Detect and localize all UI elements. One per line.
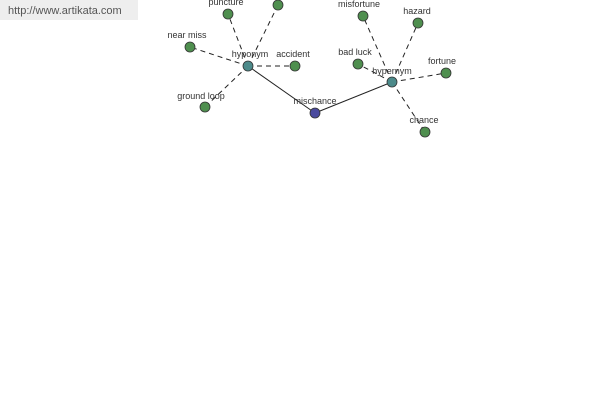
edge-hyponym-unlabeled	[247, 4, 279, 67]
node-near-miss[interactable]: near miss	[167, 30, 207, 53]
edge-hypernym-chance	[391, 81, 426, 133]
node-circle-bad-luck[interactable]	[352, 58, 364, 70]
node-ground-loop[interactable]: ground loop	[177, 91, 225, 113]
node-circle-accident[interactable]	[289, 60, 301, 72]
edge-mischance-hyponym	[247, 65, 316, 114]
edge-hypernym-misfortune	[362, 15, 393, 83]
node-unlabeled[interactable]	[272, 0, 284, 11]
node-misfortune[interactable]: misfortune	[338, 0, 380, 22]
node-circle-mischance[interactable]	[309, 107, 321, 119]
node-circle-misfortune[interactable]	[357, 10, 369, 22]
node-mischance[interactable]: mischance	[293, 96, 337, 119]
edge-hypernym-fortune	[391, 72, 447, 83]
edge-hypernym-bad-luck	[357, 63, 393, 83]
node-circle-ground-loop[interactable]	[199, 101, 211, 113]
node-label-hazard[interactable]: hazard	[403, 6, 431, 16]
node-label-puncture[interactable]: puncture	[208, 0, 243, 7]
node-label-bad-luck[interactable]: bad luck	[338, 47, 372, 57]
node-label-misfortune[interactable]: misfortune	[338, 0, 380, 9]
node-chance[interactable]: chance	[409, 115, 439, 138]
edge-hyponym-puncture	[227, 13, 249, 67]
node-hazard[interactable]: hazard	[403, 6, 431, 29]
edges-layer	[189, 4, 447, 133]
node-puncture[interactable]: puncture	[208, 0, 244, 20]
node-label-chance[interactable]: chance	[409, 115, 438, 125]
node-label-ground-loop[interactable]: ground loop	[177, 91, 225, 101]
node-hyponym[interactable]: hyponym	[232, 49, 269, 72]
node-hypernym[interactable]: hypernym	[372, 66, 412, 88]
node-label-accident[interactable]: accident	[276, 49, 310, 59]
node-circle-hypernym[interactable]	[386, 76, 398, 88]
node-circle-chance[interactable]	[419, 126, 431, 138]
node-circle-hazard[interactable]	[412, 17, 424, 29]
node-label-mischance[interactable]: mischance	[293, 96, 336, 106]
node-bad-luck[interactable]: bad luck	[338, 47, 372, 70]
node-label-fortune[interactable]: fortune	[428, 56, 456, 66]
edge-hyponym-ground-loop	[204, 65, 249, 108]
edge-mischance-hypernym	[314, 81, 393, 114]
node-circle-puncture[interactable]	[222, 8, 234, 20]
node-circle-near-miss[interactable]	[184, 41, 196, 53]
node-fortune[interactable]: fortune	[428, 56, 456, 79]
nodes-layer: mischance hyponym hypernym puncture near mis…	[167, 0, 456, 138]
node-circle-unlabeled[interactable]	[272, 0, 284, 11]
node-accident[interactable]: accident	[276, 49, 310, 72]
node-label-near-miss[interactable]: near miss	[167, 30, 207, 40]
url-banner[interactable]: http://www.artikata.com	[0, 0, 138, 20]
node-label-hypernym[interactable]: hypernym	[372, 66, 412, 76]
node-circle-fortune[interactable]	[440, 67, 452, 79]
node-circle-hyponym[interactable]	[242, 60, 254, 72]
node-label-hyponym[interactable]: hyponym	[232, 49, 269, 59]
edge-hypernym-hazard	[391, 22, 419, 83]
edge-hyponym-near-miss	[189, 46, 249, 67]
